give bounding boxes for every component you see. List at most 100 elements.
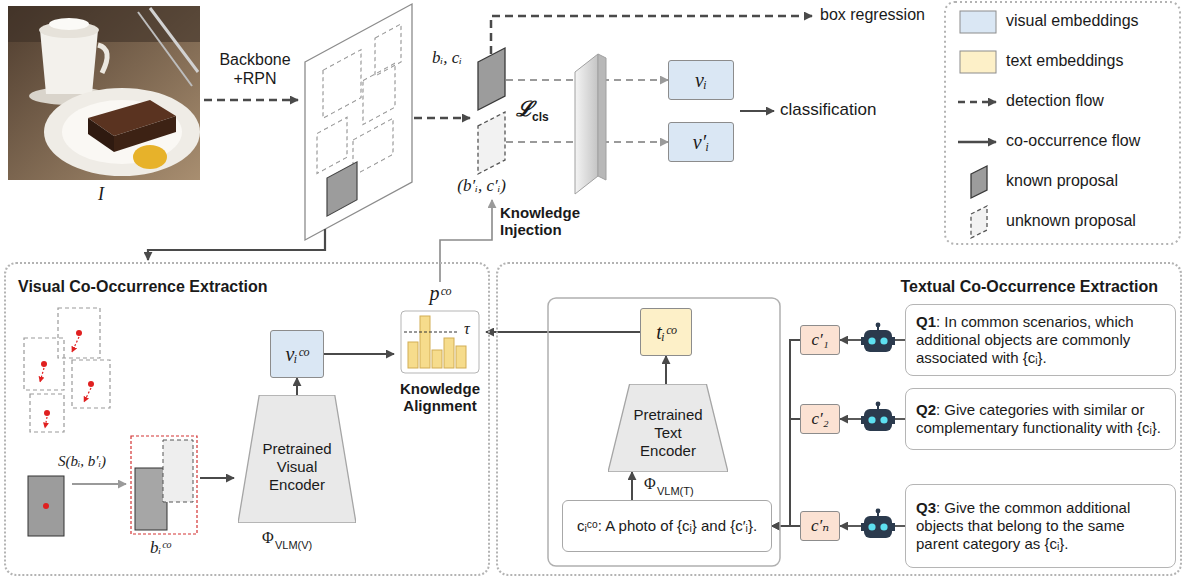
node-body: cᵢᶜᵒ: A photo of {cᵢ} and {c′ᵢ}. — [577, 517, 757, 535]
legend-text: detection flow — [1006, 92, 1104, 110]
category-box: c′ₙ — [800, 511, 840, 541]
visual-panel: Visual Co-Occurrence Extraction vᵢᶜᵒPretr… — [4, 262, 490, 576]
text-holder: Knowledge Injection — [500, 204, 584, 238]
prompt-text: cᵢᶜᵒ: A photo of {cᵢ} and {c′ᵢ}. — [577, 517, 757, 535]
unknown-proposal: (b′ᵢ, c′ᵢ) — [432, 108, 506, 200]
encoder-label: Pretrained Text Encoder — [630, 406, 706, 460]
threshold-label: τ — [464, 320, 470, 338]
visual-embedding: v′ᵢ — [668, 122, 734, 162]
legend-sample — [960, 51, 996, 73]
node-body: vᵢ — [695, 68, 707, 92]
text-holder: VLM(V) — [275, 539, 312, 552]
co-occurrence-flow-line — [148, 229, 325, 260]
text-holder: classification — [780, 100, 876, 120]
alignment-label: Knowledge Alignment — [394, 380, 486, 414]
text-holder: visual embeddings — [1006, 12, 1139, 30]
legend-text: text embeddings — [1006, 52, 1123, 70]
encoder-frame — [548, 298, 780, 566]
text-holder: bᵢᶜᵒ — [150, 538, 171, 558]
question-box: Q2: Give categories with similar or comp… — [905, 388, 1176, 450]
classifier-slab — [575, 54, 606, 194]
node-body: vᵢᶜᵒ — [285, 342, 308, 366]
text-holder: detection flow — [1006, 92, 1104, 110]
co-occurrence-arrow — [296, 378, 298, 395]
loss-subscript: cls — [532, 110, 549, 124]
text-holder: Backbone +RPN — [210, 50, 300, 88]
question-text: : Give categories with similar or comple… — [916, 401, 1161, 436]
input-photo — [8, 6, 200, 180]
proposal-sampling — [24, 308, 234, 536]
box-symbol: bᵢᶜᵒ — [150, 538, 171, 558]
legend-sample — [958, 102, 996, 103]
node-body: c′₂ — [811, 409, 828, 429]
step-label: Backbone +RPN — [210, 50, 300, 88]
legend-swatch — [960, 51, 996, 73]
node-body: tᵢᶜᵒ — [656, 320, 676, 344]
node-body: Q1: In common scenarios, which additiona… — [916, 313, 1165, 367]
embedding-label: tᵢᶜᵒ — [656, 320, 676, 344]
text-holder: unknown proposal — [1006, 212, 1136, 230]
visual-encoder: Pretrained Visual Encoder — [238, 395, 356, 523]
encoder-label: Pretrained Visual Encoder — [260, 440, 334, 494]
visual-embedding: vᵢ — [668, 60, 734, 100]
text-holder: Φ — [644, 474, 656, 493]
text-holder: Knowledge Alignment — [394, 380, 486, 414]
node-body: Q3: Give the common additional objects t… — [916, 499, 1165, 553]
proposal-arrow — [414, 117, 470, 120]
legend-sample — [971, 206, 987, 238]
text-holder: Φ — [262, 528, 274, 547]
co-occurrence-histogram: pᶜᵒ τKnowledge Alignment — [394, 282, 486, 428]
text-holder: Textual Co-Occurrence Extraction — [900, 278, 1158, 296]
category-label: c′₂ — [811, 409, 828, 429]
node-body: c′₁ — [811, 330, 828, 350]
question-box: Q1: In common scenarios, which additiona… — [905, 304, 1176, 376]
legend-sample — [971, 166, 987, 198]
text-holder: text embeddings — [1006, 52, 1123, 70]
text-holder: Visual Co-Occurrence Extraction — [18, 278, 268, 296]
knowledge-injection-arrow — [440, 200, 492, 282]
proposal-label: bᵢ, cᵢ — [432, 48, 462, 68]
encoder-symbol: Φ — [262, 528, 274, 547]
feature-map — [305, 4, 412, 240]
regression-arrow — [491, 16, 812, 54]
proposal-label: (b′ᵢ, c′ᵢ) — [457, 176, 506, 196]
output-label: box regression — [820, 5, 925, 24]
histogram-chart — [400, 310, 480, 374]
node-body: Pretrained Visual Encoder — [260, 440, 334, 494]
legend-sample — [960, 11, 996, 33]
question-text: : In common scenarios, which additional … — [916, 313, 1134, 366]
text-holder: box regression — [820, 5, 925, 24]
category-label: c′₁ — [811, 330, 828, 350]
node-body: v′ᵢ — [693, 130, 709, 154]
co-occurrence-arrow — [772, 340, 800, 526]
text-holder: known proposal — [1006, 172, 1118, 190]
text-holder: cls — [532, 110, 549, 124]
legend-sample — [958, 142, 996, 143]
embedding-label: vᵢ — [695, 68, 707, 92]
text-encoder: Pretrained Text Encoder — [608, 384, 728, 472]
text-holder: τ — [464, 320, 470, 338]
text-holder: pᶜᵒ — [394, 282, 486, 305]
panel-title: Visual Co-Occurrence Extraction — [18, 278, 268, 296]
question-box: Q3: Give the common additional objects t… — [905, 484, 1176, 568]
question-id: Q1 — [916, 313, 936, 330]
node-body: Pretrained Text Encoder — [630, 406, 706, 460]
text-holder: (b′ᵢ, c′ᵢ) — [457, 176, 506, 196]
image-symbol: I — [98, 184, 104, 206]
embedding-label: v′ᵢ — [693, 130, 709, 154]
encoder-subscript: VLM(V) — [275, 539, 312, 552]
legend-text: known proposal — [1006, 172, 1118, 190]
known-proposal: bᵢ, cᵢ — [432, 44, 506, 112]
panel-title: Textual Co-Occurrence Extraction — [900, 278, 1158, 296]
legend-text: co-occurrence flow — [1006, 132, 1140, 150]
text-embedding: tᵢᶜᵒ — [640, 308, 692, 356]
co-occurrence-arrow — [772, 419, 800, 526]
co-occurrence-arrow — [631, 472, 633, 500]
text-holder: VLM(T) — [657, 485, 694, 498]
co-occurrence-arrow — [772, 525, 800, 527]
visual-embedding: vᵢᶜᵒ — [270, 330, 324, 378]
textual-panel: Textual Co-Occurrence Extraction tᵢᶜᵒPret… — [496, 262, 1182, 576]
category-label: c′ₙ — [811, 516, 829, 536]
category-box: c′₁ — [800, 325, 840, 355]
